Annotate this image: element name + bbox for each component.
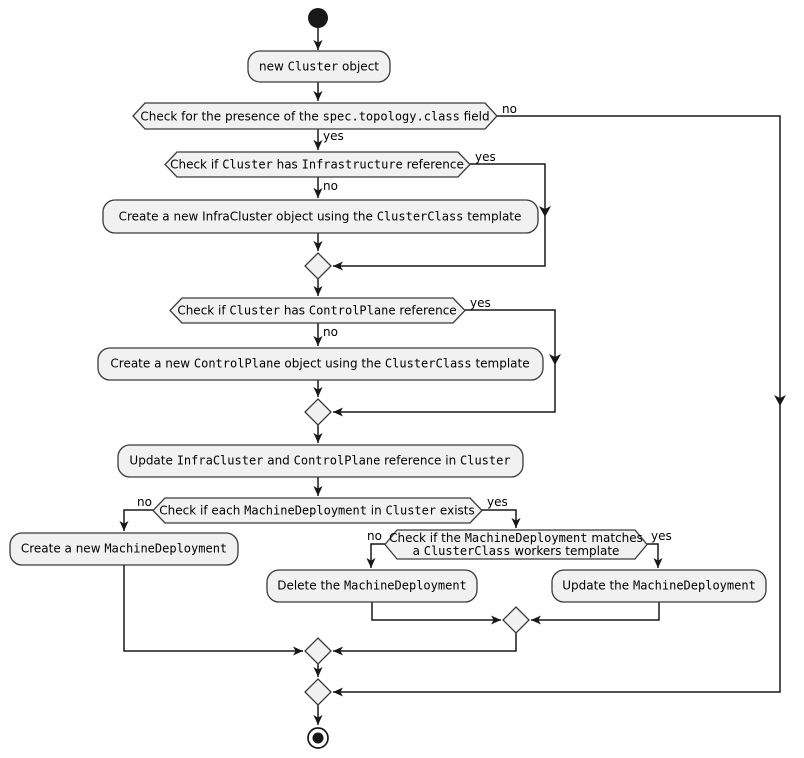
activity-update-md	[551, 569, 767, 603]
activity-create-infracluster	[102, 199, 539, 234]
label-create-controlplane: Create a new ControlPlane object using t…	[110, 356, 530, 371]
edge-label-md-matches-no: no	[367, 529, 382, 543]
activity-new-cluster	[247, 50, 391, 83]
mid-arrowhead-infra-yes	[539, 206, 551, 217]
merge-md-diamond	[502, 606, 530, 634]
edge-label-md-exists-yes: yes	[487, 495, 508, 509]
decision-md-exists	[152, 497, 483, 524]
edge-update-md-to-merge	[531, 602, 660, 625]
activity-create-controlplane	[97, 347, 544, 381]
edge-delete-md-to-merge	[371, 602, 501, 625]
edge-label-infra-no: no	[323, 179, 338, 193]
label-create-infracluster: Create a new InfraCluster object using t…	[118, 209, 522, 224]
label-check-md-exists: Check if each MachineDeployment in Clust…	[159, 503, 475, 518]
edge-create-md-to-branch-merge	[123, 565, 303, 656]
edge-label-infra-yes: yes	[475, 150, 496, 164]
edge-label-md-matches-yes: yes	[651, 529, 672, 543]
decision-md-matches	[384, 529, 648, 560]
edge-label-topology-no: no	[502, 102, 517, 116]
decision-controlplane-reference	[169, 297, 466, 324]
edge-label-controlplane-no: no	[323, 325, 338, 339]
label-check-controlplane: Check if Cluster has ControlPlane refere…	[177, 303, 457, 318]
activity-create-md	[9, 532, 239, 566]
edge-label-controlplane-yes: yes	[470, 296, 491, 310]
label-check-topology: Check for the presence of the spec.topol…	[140, 109, 490, 124]
mid-arrowhead-controlplane-yes	[549, 354, 561, 365]
merge-branches-diamond	[304, 637, 332, 665]
merge-final-diamond	[304, 678, 332, 706]
label-new-cluster: new Cluster object	[259, 59, 379, 74]
activity-update-references	[117, 444, 524, 478]
edge-md-exists-no	[119, 509, 153, 531]
merge-infra-diamond	[304, 252, 332, 280]
edge-md-exists-yes	[482, 509, 521, 528]
start-node	[308, 8, 328, 28]
edges	[119, 28, 786, 725]
edge-label-topology-yes: yes	[323, 129, 344, 143]
decision-topology-class	[132, 102, 498, 130]
label-create-md: Create a new MachineDeployment	[20, 541, 228, 556]
mid-arrowhead-topology-no	[774, 395, 786, 406]
edge-label-md-exists-no: no	[137, 495, 152, 509]
edge-md-matches-no	[366, 543, 385, 568]
decision-infra-reference	[164, 151, 471, 178]
edge-md-matches-yes	[647, 543, 663, 568]
edge-md-merge-to-branch-merge	[333, 633, 517, 656]
activity-delete-md	[266, 569, 478, 603]
end-node-dot	[312, 732, 324, 744]
label-check-infra: Check if Cluster has Infrastructure refe…	[170, 157, 464, 172]
merge-controlplane-diamond	[304, 398, 332, 426]
label-delete-md: Delete the MachineDeployment	[277, 578, 467, 593]
label-update-md: Update the MachineDeployment	[562, 578, 756, 593]
label-update-references: Update InfraCluster and ControlPlane ref…	[129, 453, 511, 468]
